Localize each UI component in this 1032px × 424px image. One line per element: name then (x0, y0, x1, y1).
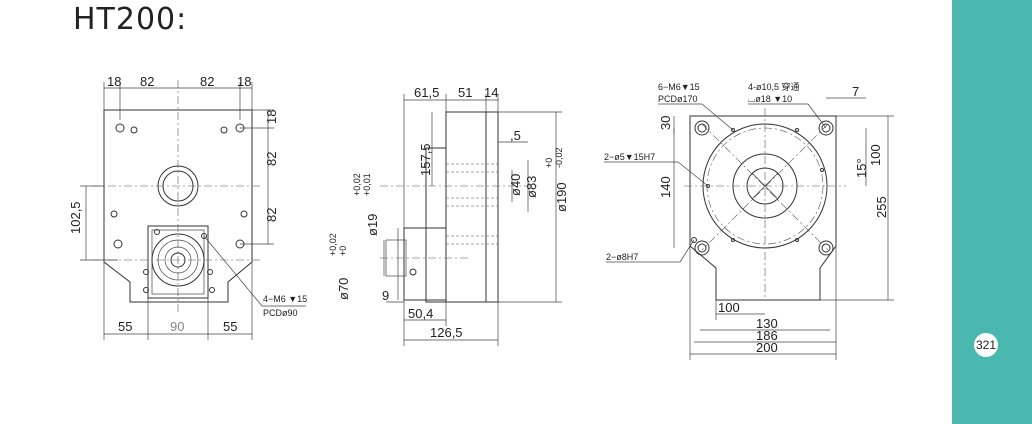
front-dim-bottom-2: 90 (170, 319, 184, 334)
top-note-m6: 6−M6▼15 (658, 82, 700, 92)
front-dim-right-2: 82 (264, 152, 279, 166)
side-dia-70-tol: +0,02+0 (328, 233, 348, 256)
top-body-outline (689, 115, 837, 301)
page-title: HT200: (73, 2, 188, 37)
top-small-holes (691, 128, 824, 243)
side-dia-190-tol: +0-0,02 (544, 147, 564, 168)
side-input-screw (409, 268, 417, 276)
top-corner-holes (694, 120, 834, 256)
side-view: 61,5 51 14 ,5 157,5 ø19 +0,02+0,01 ø70 +… (328, 85, 569, 346)
drawing-canvas: 18 82 82 18 18 82 82 102,5 55 90 55 4−M6… (68, 74, 894, 360)
side-dim-50: 50,4 (408, 306, 433, 321)
side-dia-40: ø40 (508, 174, 523, 196)
side-left-block (425, 147, 447, 303)
front-note-pcd: PCDø90 (263, 308, 298, 318)
side-dim-9: 9 (382, 288, 389, 303)
top-dim-200: 200 (756, 340, 778, 355)
side-dia-70: ø70 (336, 278, 351, 300)
top-note-pin1: 2−ø5▼15H7 (604, 152, 655, 162)
top-dim-15: 15° (854, 158, 869, 178)
top-dim-255: 255 (874, 196, 889, 218)
top-dim-100-h: 100 (718, 300, 740, 315)
sidebar-band (952, 0, 1032, 424)
front-dim-right-3: 82 (264, 208, 279, 222)
top-note-cbore: ⌴ø18 ▼10 (748, 94, 792, 104)
side-dim-top-3: 14 (484, 85, 498, 100)
front-body-outline (103, 109, 253, 303)
top-note-thru: 4-ø10,5 穿通 (748, 81, 800, 92)
top-dim-100-v: 100 (868, 144, 883, 166)
front-dim-bottom-1: 55 (118, 319, 132, 334)
top-view: 6−M6▼15 PCDø170 4-ø10,5 穿通 ⌴ø18 ▼10 7 30… (604, 81, 894, 360)
front-note-leader (203, 235, 263, 307)
top-note-pin2: 2−ø8H7 (606, 252, 638, 262)
front-dim-left: 102,5 (68, 201, 83, 234)
side-dim-157: 157,5 (418, 143, 433, 176)
top-note-pcd: PCDø170 (658, 94, 698, 104)
side-dia-19-tol: +0,02+0,01 (352, 173, 372, 196)
side-dim-5: ,5 (510, 128, 521, 143)
side-dia-83: ø83 (524, 176, 539, 198)
front-dim-top-4: 18 (237, 74, 251, 89)
side-flange (485, 111, 499, 303)
side-dim-top-2: 51 (458, 85, 472, 100)
top-dim-186: 186 (756, 328, 778, 343)
side-main-body (445, 111, 487, 303)
side-dia-19: ø19 (365, 214, 380, 236)
front-view: 18 82 82 18 18 82 82 102,5 55 90 55 4−M6… (68, 74, 307, 340)
top-dim-130: 130 (756, 316, 778, 331)
front-dim-bottom-3: 55 (223, 319, 237, 334)
page-number-badge: 321 (974, 333, 998, 357)
top-dim-140: 140 (658, 176, 673, 198)
front-dim-top-1: 18 (107, 74, 121, 89)
side-dim-top-1: 61,5 (414, 85, 439, 100)
side-dia-190: ø190 (554, 182, 569, 212)
front-dim-top-3: 82 (200, 74, 214, 89)
front-note-m6: 4−M6 ▼15 (263, 294, 307, 304)
front-dim-top-2: 82 (140, 74, 154, 89)
top-dim-30: 30 (658, 116, 673, 130)
top-dim-7: 7 (852, 84, 859, 99)
front-dim-right-1: 18 (264, 110, 279, 124)
side-input-housing (403, 227, 447, 301)
side-dim-126: 126,5 (430, 325, 463, 340)
